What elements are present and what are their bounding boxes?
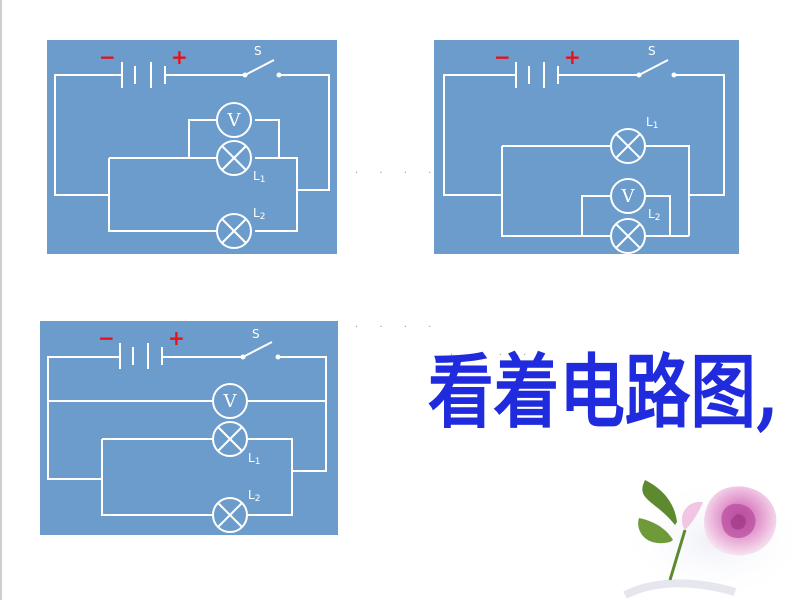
circuit-diagram-3: − + S V (40, 321, 338, 535)
slide-caption: 看着电路图, (428, 345, 779, 439)
decorative-dots: · · · · (355, 168, 441, 179)
lamp-l2-icon (610, 218, 646, 254)
lamp-l1-label: L1 (248, 451, 260, 467)
voltmeter-label: V (227, 110, 242, 131)
battery-negative-sign: − (494, 45, 511, 69)
circuit-wires (47, 356, 327, 516)
lamp-l1-icon (216, 140, 252, 176)
switch-icon (242, 59, 282, 78)
decorative-dots: · · · · (355, 322, 441, 333)
lamp-l1-icon (610, 128, 646, 164)
battery-positive-sign: + (171, 45, 188, 69)
circuit-3-svg: − + S V (47, 326, 327, 533)
voltmeter-icon: V (216, 102, 252, 138)
circuit-1-svg: − + S V (54, 44, 330, 249)
battery-icon (119, 343, 163, 369)
lamp-l2-icon (216, 213, 252, 249)
switch-icon (636, 59, 677, 78)
lamp-l2-icon (212, 497, 248, 533)
voltmeter-label: V (621, 186, 636, 207)
decorative-dots: · · · · (450, 350, 536, 361)
battery-icon (515, 62, 559, 88)
circuit-2-svg: − + S L1 (443, 44, 725, 254)
battery-icon (121, 62, 166, 88)
lamp-l1-label: L1 (646, 115, 658, 131)
circuit-diagram-1: − + S V (47, 40, 337, 254)
voltmeter-icon: V (212, 383, 248, 419)
lamp-l2-label: L2 (253, 206, 265, 222)
switch-label: S (648, 44, 656, 58)
battery-negative-sign: − (98, 326, 115, 350)
lamp-l1-icon (212, 421, 248, 457)
voltmeter-icon: V (610, 178, 646, 214)
switch-label: S (252, 327, 260, 341)
circuit-wires (54, 74, 330, 232)
switch-icon (240, 341, 281, 360)
battery-negative-sign: − (99, 45, 116, 69)
switch-label: S (254, 44, 262, 58)
slide-edge-line (0, 0, 2, 600)
lamp-l2-label: L2 (648, 207, 660, 223)
voltmeter-label: V (223, 391, 238, 412)
lamp-l1-label: L1 (253, 169, 265, 185)
battery-positive-sign: + (168, 326, 185, 350)
circuit-wires (443, 74, 725, 237)
battery-positive-sign: + (564, 45, 581, 69)
rose-decoration-icon (620, 478, 800, 600)
lamp-l2-label: L2 (248, 488, 260, 504)
circuit-diagram-2: − + S L1 (434, 40, 739, 254)
